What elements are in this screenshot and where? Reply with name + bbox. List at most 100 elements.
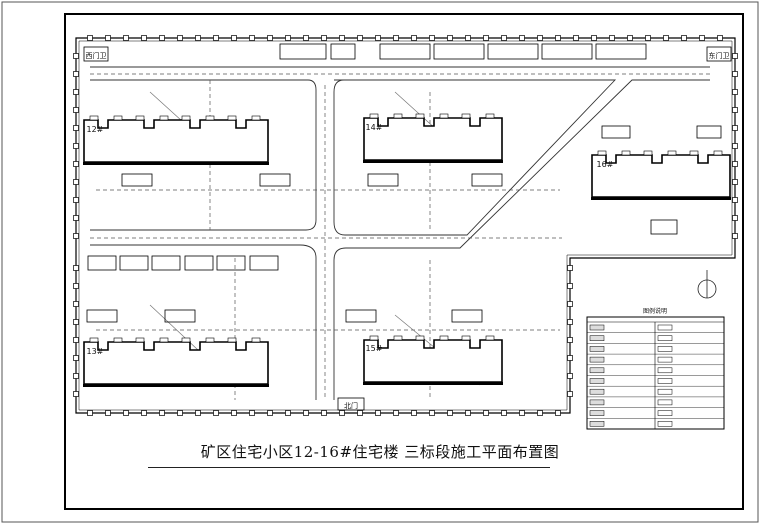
site-roads xyxy=(90,66,710,400)
fence-post xyxy=(73,233,79,239)
fence-post xyxy=(73,161,79,167)
fence-post xyxy=(177,410,183,416)
fence-post xyxy=(717,35,723,41)
legend-symbol xyxy=(657,410,673,416)
fence-post xyxy=(537,410,543,416)
fence-post xyxy=(465,410,471,416)
fence-post xyxy=(249,35,255,41)
fence-post xyxy=(73,107,79,113)
balcony xyxy=(251,337,261,343)
fence-post xyxy=(375,35,381,41)
balcony xyxy=(689,150,699,156)
building-base xyxy=(83,162,269,165)
drawing-title: 矿区住宅小区12-16#住宅楼 三标段施工平面布置图 xyxy=(200,443,560,461)
fence-post xyxy=(501,35,507,41)
legend-symbol xyxy=(657,421,673,427)
fence-post xyxy=(732,89,738,95)
fence-post xyxy=(249,410,255,416)
temporary-facilities-top xyxy=(83,43,732,62)
legend-symbol xyxy=(657,399,673,406)
fence-post xyxy=(555,35,561,41)
fence-post xyxy=(732,143,738,149)
fence-post xyxy=(732,53,738,59)
building-16-label: 16# xyxy=(597,160,614,169)
balcony xyxy=(113,115,123,121)
balcony xyxy=(181,115,191,121)
legend-title: 图例说明 xyxy=(643,307,667,315)
balcony xyxy=(89,115,99,121)
fence-post xyxy=(321,35,327,41)
fence-post xyxy=(567,301,573,307)
building-base xyxy=(363,382,503,385)
building-base xyxy=(83,384,269,387)
building-15-label: 15# xyxy=(366,344,383,353)
balcony xyxy=(159,115,169,121)
fence-post xyxy=(447,410,453,416)
balcony xyxy=(369,113,379,119)
balcony xyxy=(251,115,261,121)
fence-post xyxy=(73,89,79,95)
balcony xyxy=(415,335,425,341)
balcony xyxy=(393,335,403,341)
building-14-label: 14# xyxy=(366,123,383,132)
legend-symbol xyxy=(589,356,605,363)
fence-post xyxy=(393,410,399,416)
building-14 xyxy=(363,113,503,163)
fence-post xyxy=(645,35,651,41)
balcony xyxy=(205,337,215,343)
legend-symbol xyxy=(657,356,673,363)
fence-post xyxy=(285,410,291,416)
fence-post xyxy=(393,35,399,41)
fence-posts xyxy=(73,35,738,416)
balcony xyxy=(227,337,237,343)
fence-post xyxy=(159,35,165,41)
legend-symbol xyxy=(589,367,605,374)
balcony xyxy=(621,150,631,156)
legend-symbol xyxy=(589,399,605,406)
fence-post xyxy=(429,35,435,41)
balcony xyxy=(439,113,449,119)
building-outline xyxy=(591,154,731,198)
fence-post xyxy=(567,373,573,379)
balcony xyxy=(667,150,677,156)
building-base xyxy=(363,160,503,163)
fence-post xyxy=(73,197,79,203)
north-arrow xyxy=(697,270,717,299)
sheet-border-inner xyxy=(64,13,744,510)
fence-post xyxy=(732,71,738,77)
legend-symbol xyxy=(657,324,673,331)
legend-symbol xyxy=(589,388,605,395)
site-boundary xyxy=(75,37,736,414)
fence-post xyxy=(411,410,417,416)
building-13 xyxy=(83,337,269,387)
legend-symbol xyxy=(657,388,673,395)
fence-post xyxy=(411,35,417,41)
fence-post xyxy=(567,337,573,343)
fence-post xyxy=(465,35,471,41)
fence-post xyxy=(105,35,111,41)
fence-post xyxy=(567,391,573,397)
fence-post xyxy=(609,35,615,41)
building-12-label: 12# xyxy=(87,125,104,134)
fence-post xyxy=(732,233,738,239)
fence-post xyxy=(73,373,79,379)
fence-post xyxy=(123,35,129,41)
fence-post xyxy=(105,410,111,416)
fence-post xyxy=(141,410,147,416)
balcony xyxy=(393,113,403,119)
fence-post xyxy=(303,410,309,416)
fence-post xyxy=(567,355,573,361)
balcony xyxy=(643,150,653,156)
fence-post xyxy=(73,319,79,325)
fence-post xyxy=(732,179,738,185)
fence-post xyxy=(732,125,738,131)
fence-post xyxy=(519,35,525,41)
legend-symbol xyxy=(657,346,673,352)
building-outline xyxy=(83,119,269,163)
fence-post xyxy=(519,410,525,416)
fence-post xyxy=(73,265,79,271)
fence-post xyxy=(73,355,79,361)
fence-post xyxy=(73,143,79,149)
